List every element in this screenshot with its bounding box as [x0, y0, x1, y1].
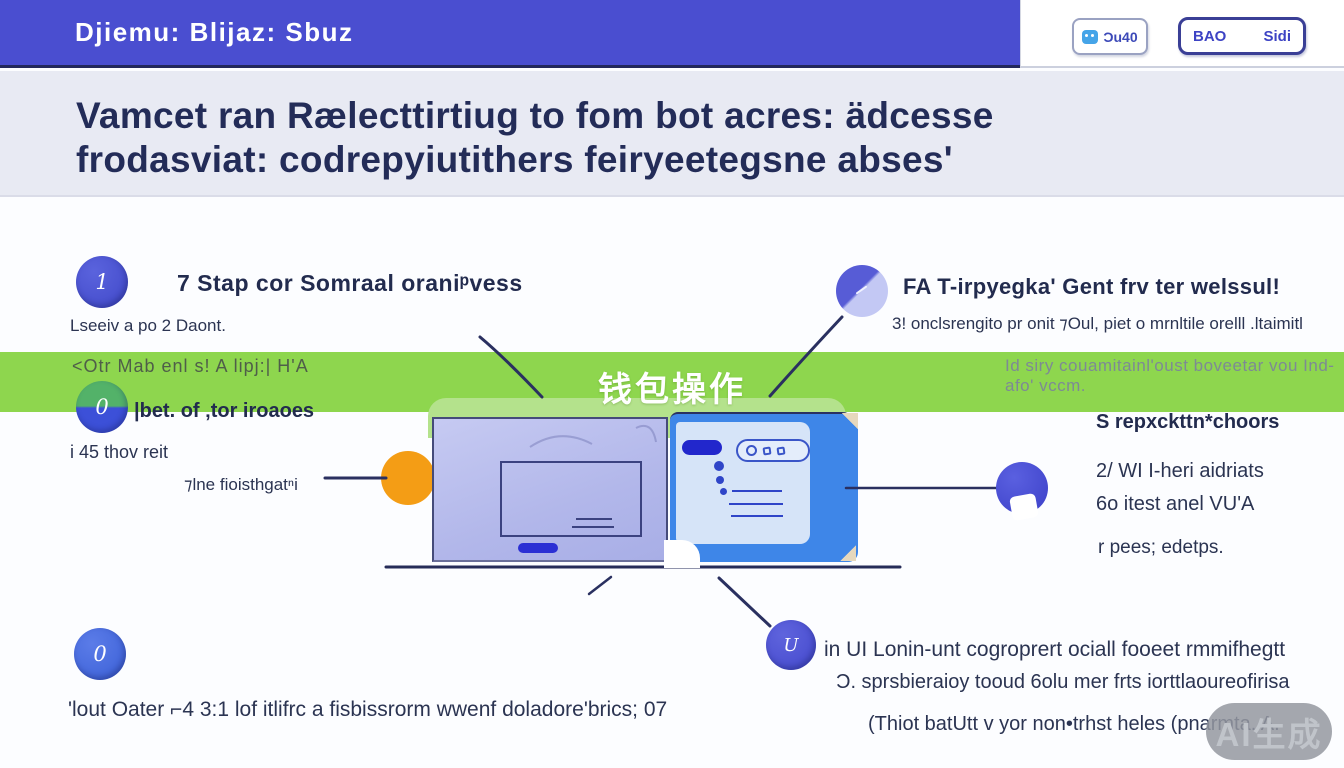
- step1-heading: 7 Stap cor Somraal oraniᵖvess: [177, 270, 523, 296]
- right-top-heading: FA T-irpyegka' Gent frv ter welssul!: [903, 274, 1281, 299]
- bottom-left-text: 'lout Oater ⌐4 3:1 lof itlifrc a fisbiss…: [68, 698, 668, 721]
- list-line: [729, 503, 783, 505]
- page-title-line2: frodasviat: codrepyiutithers feiryeetegs…: [76, 139, 953, 180]
- laptop-back-panel: [432, 417, 668, 562]
- header-bar: [0, 0, 1020, 68]
- pie-marker-icon: [996, 462, 1048, 522]
- window-title-pill: [682, 440, 722, 455]
- header-nav-button[interactable]: BAO Sidi: [1178, 17, 1306, 55]
- right-mid-line2: 2/ WI I-heri aidriats: [1096, 460, 1264, 482]
- list-line: [732, 490, 782, 492]
- list-bullet: [716, 476, 724, 484]
- right-mid-line1: S repxckttn*choors: [1096, 411, 1280, 433]
- step1-subtext: Lseeiv a po 2 Daont.: [70, 316, 226, 335]
- toolbar-square-icon: [776, 445, 786, 456]
- right-top-subtext: 3! onclsrengito pr onit ⁊Oul, piet o mrn…: [892, 314, 1303, 333]
- banner-left-text: <Otr Mab enl s! A lipj:| H'A: [72, 356, 309, 376]
- pie-notch: [1009, 492, 1039, 522]
- bottom-right-line2: Ɔ. sprsbieraioy tooud 6olu mer frts iort…: [836, 671, 1290, 693]
- bottom-right-badge: U: [766, 620, 816, 670]
- step2-line2: ⁊lne fioisthgatⁿi: [184, 475, 298, 494]
- nav-button-right-label: Sidi: [1263, 27, 1291, 45]
- laptop-button: [518, 543, 558, 553]
- chat-icon: [1082, 29, 1099, 44]
- screen-notch: [664, 540, 700, 568]
- toolbar-square-icon: [762, 445, 772, 456]
- sketch-line: [576, 518, 612, 520]
- corner-fold: [840, 545, 856, 561]
- sketch-line: [572, 526, 614, 528]
- banner-right-text: Id siry couamitainl'oust boveetar vou In…: [1005, 356, 1335, 395]
- page-title-line1: Vamcet ran Rælecttirtiug to fom bot acre…: [76, 95, 994, 136]
- list-line: [731, 515, 783, 517]
- bottom-right-line3: (Thiot batUtt v yor non•trhst heles (pna…: [868, 713, 1280, 735]
- nav-button-left-label: BAO: [1193, 27, 1227, 45]
- bottom-right-line1: in UI Lonin-unt cogroprert ociall fooeet…: [824, 638, 1286, 661]
- ai-watermark: AI生成: [1206, 703, 1332, 760]
- list-bullet: [720, 488, 727, 495]
- chip-button-label: Ɔu40: [1103, 28, 1138, 45]
- list-bullet: [714, 461, 724, 471]
- step1-number-badge: 1: [76, 256, 128, 308]
- step2-line1: i 45 thov reit: [70, 442, 169, 462]
- header-chip-button[interactable]: Ɔu40: [1072, 18, 1148, 55]
- corner-fold: [842, 413, 858, 429]
- step2-number-badge: 0: [76, 381, 128, 433]
- pen-icon: [836, 265, 888, 317]
- step2-heading: |bet. of ‚tor iroaoes: [134, 400, 315, 422]
- right-mid-line3: 6o itest anel VU'A: [1096, 493, 1255, 515]
- site-logo[interactable]: Djiemu: Blijaz: Sbuz: [75, 17, 354, 47]
- toolbar-circle-icon: [746, 445, 757, 456]
- bottom-left-number-badge: 0: [74, 628, 126, 680]
- banner-center-text: 钱包操作: [598, 371, 746, 409]
- orange-dot-icon: [381, 451, 435, 505]
- window-toolbar: [736, 439, 810, 462]
- right-mid-line4: r pees; edetps.: [1098, 537, 1224, 558]
- title-band: [0, 71, 1344, 197]
- page-title: Vamcet ran Rælecttirtiug to fom bot acre…: [76, 94, 1176, 182]
- laptop-screen-outline: [500, 461, 642, 537]
